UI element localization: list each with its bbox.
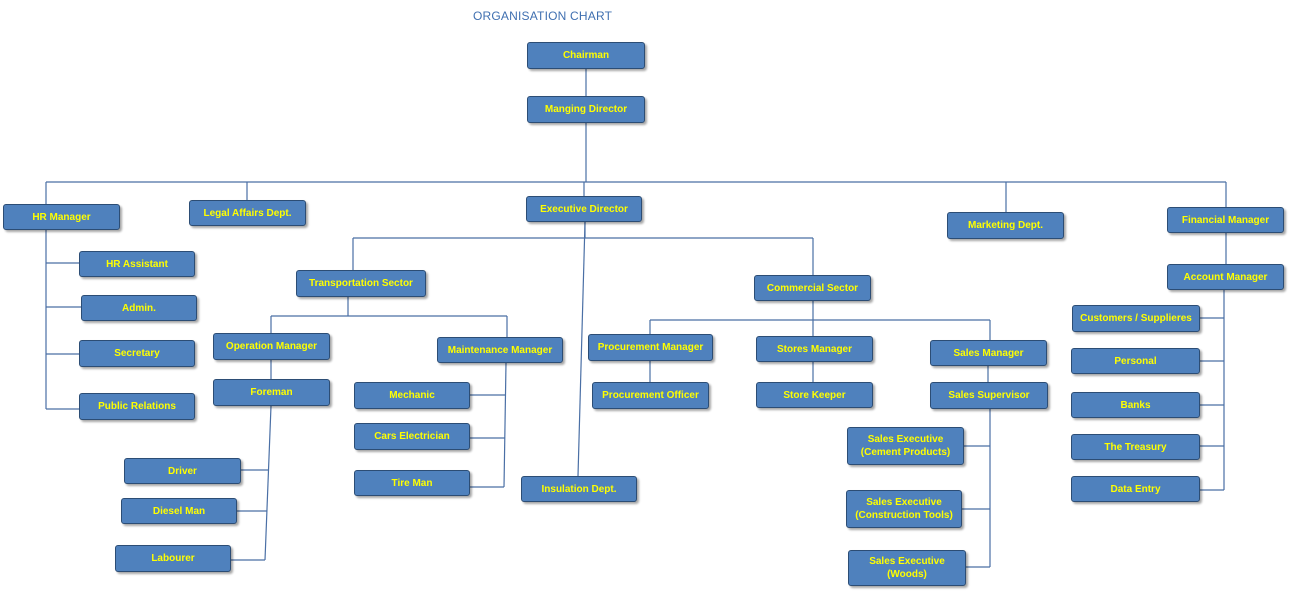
node-sales-executive-cement: Sales Executive (Cement Products) — [847, 427, 964, 465]
node-admin: Admin. — [81, 295, 197, 321]
node-maintenance-manager: Maintenance Manager — [437, 337, 563, 363]
node-managing-director: Manging Director — [527, 96, 645, 123]
node-mechanic: Mechanic — [354, 382, 470, 409]
node-insulation: Insulation Dept. — [521, 476, 637, 502]
node-procurement-manager: Procurement Manager — [588, 334, 713, 361]
node-secretary: Secretary — [79, 340, 195, 367]
node-public-relations: Public Relations — [79, 393, 195, 420]
node-legal-affairs: Legal Affairs Dept. — [189, 200, 306, 226]
node-sales-supervisor: Sales Supervisor — [930, 382, 1048, 409]
node-account-manager: Account Manager — [1167, 264, 1284, 290]
node-sales-executive-construction: Sales Executive (Construction Tools) — [846, 490, 962, 528]
node-store-keeper: Store Keeper — [756, 382, 873, 408]
node-operation-manager: Operation Manager — [213, 333, 330, 360]
node-driver: Driver — [124, 458, 241, 484]
node-stores-manager: Stores Manager — [756, 336, 873, 362]
node-personal: Personal — [1071, 348, 1200, 374]
node-chairman: Chairman — [527, 42, 645, 69]
node-marketing: Marketing Dept. — [947, 212, 1064, 239]
node-data-entry: Data Entry — [1071, 476, 1200, 502]
node-customers-suppliers: Customers / Supplieres — [1072, 305, 1200, 332]
node-sales-executive-woods: Sales Executive (Woods) — [848, 550, 966, 586]
node-procurement-officer: Procurement Officer — [592, 382, 709, 409]
node-hr-manager: HR Manager — [3, 204, 120, 230]
node-cars-electrician: Cars Electrician — [354, 423, 470, 450]
node-transportation-sector: Transportation Sector — [296, 270, 426, 297]
node-tire-man: Tire Man — [354, 470, 470, 496]
node-banks: Banks — [1071, 392, 1200, 418]
node-sales-manager: Sales Manager — [930, 340, 1047, 366]
node-labourer: Labourer — [115, 545, 231, 572]
node-foreman: Foreman — [213, 379, 330, 406]
node-commercial-sector: Commercial Sector — [754, 275, 871, 301]
node-the-treasury: The Treasury — [1071, 434, 1200, 460]
node-diesel-man: Diesel Man — [121, 498, 237, 524]
chart-title: ORGANISATION CHART — [473, 9, 613, 23]
node-financial-manager: Financial Manager — [1167, 207, 1284, 233]
node-hr-assistant: HR Assistant — [79, 251, 195, 277]
node-executive-director: Executive Director — [526, 196, 642, 222]
